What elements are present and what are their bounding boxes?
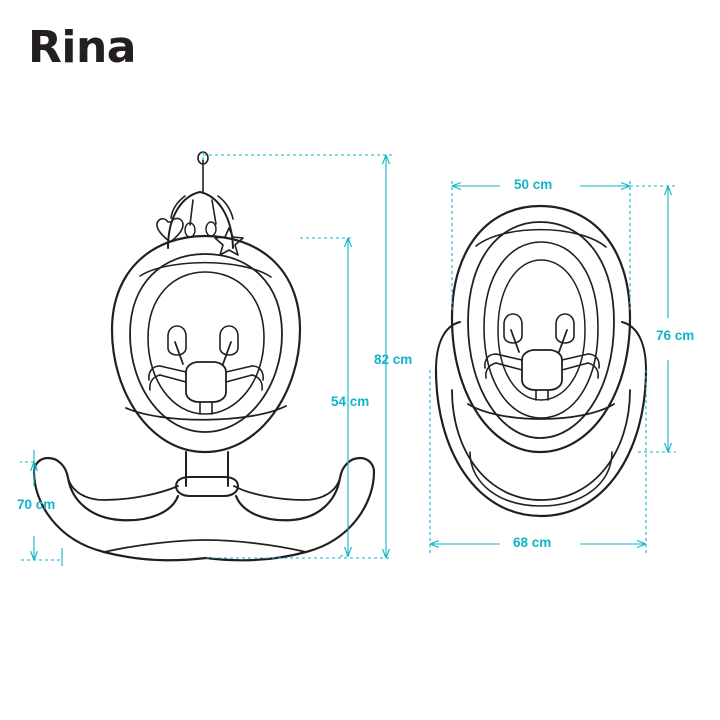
- dimension-label-depth-base: 70 cm: [17, 497, 56, 512]
- dimension-label-height-seat: 54 cm: [331, 394, 370, 409]
- dim-82cm: [202, 150, 392, 559]
- dimension-label-width-seat: 50 cm: [514, 177, 553, 192]
- dimension-label-height-total: 82 cm: [374, 352, 413, 367]
- front-view-drawing: [434, 204, 648, 518]
- side-view-drawing: [32, 151, 376, 562]
- dim-76cm: [630, 185, 676, 453]
- dim-70cm: [20, 450, 63, 566]
- page-title: Rina: [28, 22, 136, 73]
- dim-50cm: [451, 178, 631, 310]
- dim-68cm: [429, 370, 647, 556]
- dimension-lines: [20, 150, 676, 566]
- dimension-label-height-front: 76 cm: [656, 328, 695, 343]
- dim-54cm: [300, 237, 353, 557]
- dimension-label-width-base: 68 cm: [513, 535, 552, 550]
